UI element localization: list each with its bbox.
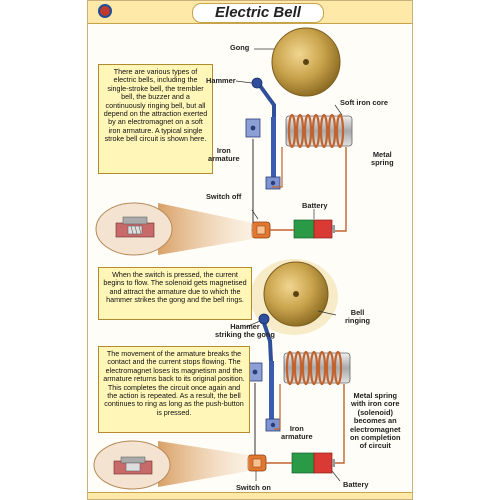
battery-top — [293, 219, 335, 239]
chart-title: Electric Bell — [215, 4, 301, 21]
note-armature-breaks: The movement of the armature breaks the … — [98, 346, 250, 433]
label-iron-armature-top: Iron armature — [208, 146, 240, 164]
coil-bottom — [285, 350, 343, 386]
title-bar: Electric Bell — [88, 1, 412, 24]
wire-top-left — [272, 147, 283, 188]
label-hammer: Hammer — [206, 76, 236, 85]
gong-bottom-bolt — [293, 291, 299, 297]
hammer-head-top — [251, 77, 263, 89]
label-battery-bottom: Battery — [343, 480, 369, 489]
label-bell-ringing: Bell ringing — [345, 308, 371, 326]
zoom-beam-top — [158, 203, 253, 255]
label-switch-off: Switch off — [206, 192, 242, 201]
label-metal-spring: Metal spring — [371, 150, 394, 168]
footer-bar — [88, 492, 412, 499]
wire-top-right — [332, 147, 347, 232]
armature-post-bottom — [269, 361, 274, 423]
coil-top — [287, 113, 345, 149]
zoom-beam-bottom — [158, 441, 249, 487]
label-gong: Gong — [230, 43, 250, 52]
publisher-logo-icon — [98, 4, 112, 18]
label-metal-spring-core: Metal spring with iron core (solenoid) b… — [350, 391, 401, 451]
note-intro: There are various types of electric bell… — [98, 64, 213, 174]
title-pill: Electric Bell — [192, 3, 324, 23]
switch-detail-bottom — [113, 456, 153, 475]
bell-illustration — [93, 27, 353, 490]
wire-bottom-right — [332, 384, 345, 464]
armature-post-top — [271, 117, 276, 179]
wire-bottom-left — [274, 384, 281, 430]
label-switch-on: Switch on — [236, 483, 271, 492]
hammer-head-bottom — [258, 313, 270, 325]
electric-bell-chart: Electric Bell — [87, 0, 413, 500]
switch-detail-top — [115, 216, 155, 238]
label-hammer-striking: Hammer striking the gong — [215, 322, 275, 340]
gong-top-bolt — [303, 59, 309, 65]
label-battery-top: Battery — [302, 201, 328, 210]
label-soft-iron-core: Soft iron core — [340, 98, 389, 107]
label-iron-armature-bottom: Iron armature — [281, 424, 313, 442]
battery-bottom — [291, 452, 335, 474]
note-switch-pressed: When the switch is pressed, the current … — [98, 267, 252, 320]
